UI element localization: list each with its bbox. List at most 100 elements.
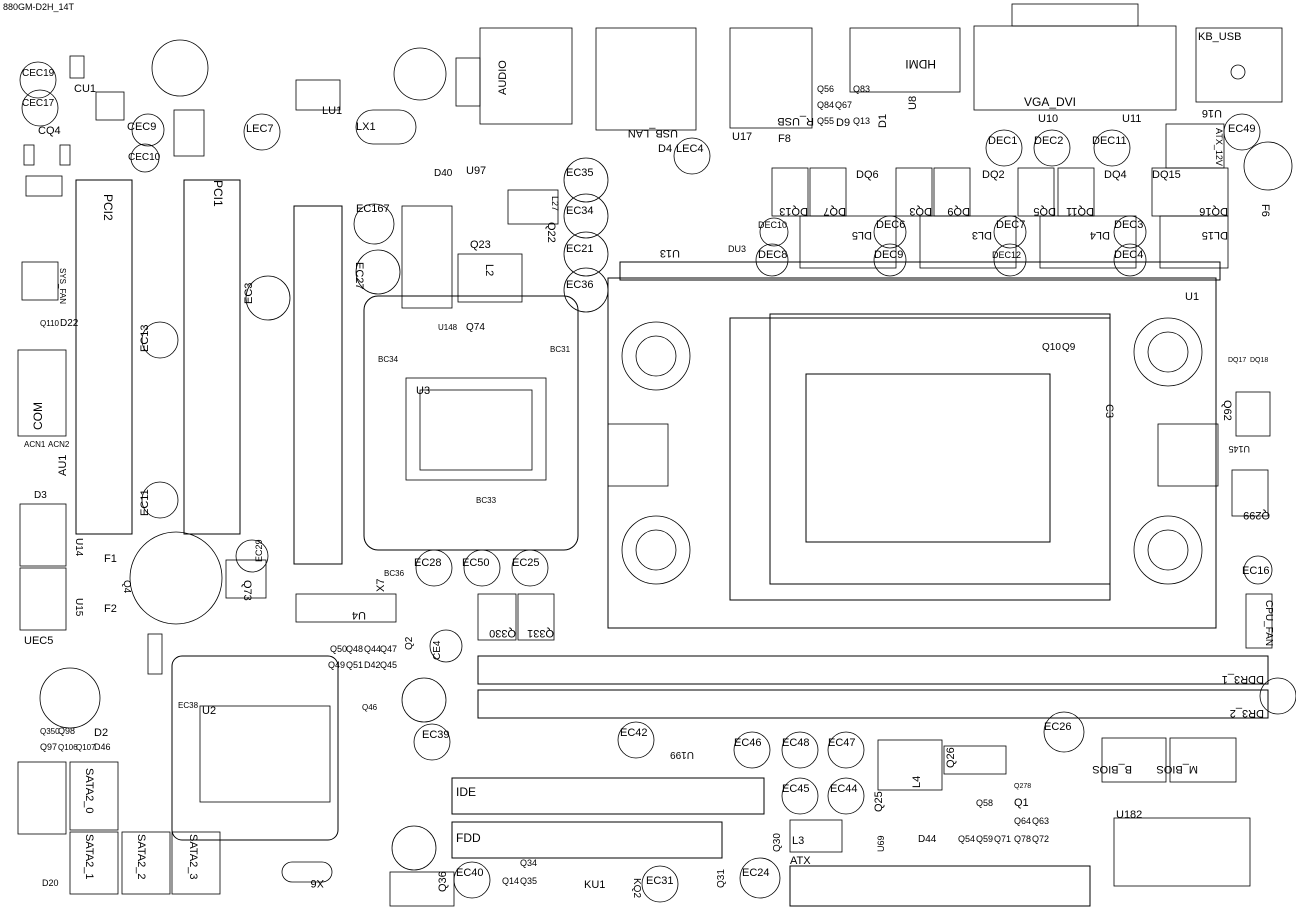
ec167-label: EC167 [356,203,390,215]
q330-label: Q330 [489,627,516,639]
uec5-label: UEC5 [24,635,53,647]
mid-caps: EC28 EC50 EC25 BC36 X7 U4 Q330 Q331 Q2 C… [295,549,555,723]
bc31-label: BC31 [550,345,571,354]
ec38-label: EC38 [178,701,199,710]
ec49-label: EC49 [1228,123,1256,135]
ku1-label: KU1 [584,879,605,891]
lower-right-caps: EC46 EC48 EC47 EC45 EC44 EC26 L4 Q26 Q25… [733,711,1091,907]
l4-label: L4 [911,776,923,788]
dec9-label: DEC9 [874,249,903,261]
q63-label: Q63 [1032,816,1049,826]
au1-label: AU1 [57,455,69,476]
ddr3-1-label: DDR3_1 [1222,673,1264,685]
q55-label: Q55 [817,116,834,126]
dq13-label: DQ13 [779,205,808,217]
ec48-label: EC48 [782,737,810,749]
l3-label: L3 [792,835,804,847]
dq18-label: DQ18 [1250,357,1268,364]
q54-label: Q54 [958,834,975,844]
sys-fan-label: SYS_FAN [58,268,67,304]
ce4-label: CE4 [432,640,443,660]
u1-label: U1 [1185,291,1199,303]
q1-label: Q1 [1014,797,1029,809]
ec40-label: EC40 [456,867,484,879]
u4-label: U4 [352,609,366,621]
f2-label: F2 [104,603,117,615]
q23-label: Q23 [470,239,491,251]
q22-label: Q22 [545,222,557,243]
r-usb-label: R_USB [777,115,814,127]
acn1-label: ACN1 [24,440,46,449]
cpu-socket: Q10 Q9 C3 [607,261,1221,629]
dec-top-row: DEC1 DEC2 DEC11 [985,129,1131,167]
l2-label: L2 [483,264,495,276]
dq2-label: DQ2 [982,169,1005,181]
dq15-label: DQ15 [1152,169,1181,181]
left-io-column: SYS_FAN Q110 D22 COM ACN1 ACN2 AU1 D3 U1… [17,261,269,647]
u15-label: U15 [73,598,84,617]
f1-label: F1 [104,553,117,565]
q350-label: Q350 [40,727,60,736]
ddr3-slots: DDR3_1 DR3_2 [477,655,1296,719]
vga-dvi-port: VGA_DVI U10 U11 [973,3,1177,125]
q45-label: Q45 [380,660,397,670]
audio-jack: AUDIO [455,27,573,125]
q34-label: Q34 [520,858,537,868]
acn2-label: ACN2 [48,440,70,449]
ec26-label: EC26 [1044,721,1072,733]
q46-label: Q46 [362,703,378,712]
q73-label: Q73 [241,580,253,601]
u8-label: U8 [907,96,919,110]
u11-label: U11 [1122,113,1141,125]
ec44-label: EC44 [830,783,858,795]
bc34-label: BC34 [378,355,399,364]
atx12v-label: ATX_12V [1214,128,1224,166]
q48-label: Q48 [346,644,363,654]
dq11-label: DQ11 [1066,205,1094,217]
audio-label: AUDIO [497,60,509,95]
u10-label: U10 [1038,113,1058,125]
x6-label: X6 [311,877,324,889]
sata2-1-label: SATA2_1 [83,834,95,879]
u145-label: U145 [1228,444,1250,454]
u2-label: U2 [202,705,216,717]
ec21-label: EC21 [566,243,594,255]
q71-label: Q71 [994,834,1011,844]
dec7-label: DEC7 [996,219,1025,231]
q36-label: Q36 [437,871,449,892]
ide-label: IDE [456,785,476,799]
kb-usb-port: KB_USB U16 [1195,27,1283,119]
dq6-label: DQ6 [856,169,879,181]
pcie-slot [293,205,343,565]
d3-label: D3 [34,490,47,501]
q98-label: Q98 [58,726,75,736]
q-grid-lower: Q58 Q278 Q1 Q64 Q63 D44 Q54 Q59 Q71 Q78 … [876,783,1049,852]
q299-label: Q299 [1243,509,1270,521]
dec3-label: DEC3 [1114,219,1143,231]
cq4-label: CQ4 [38,125,61,137]
q74-label: Q74 [466,322,485,333]
cpu-fan-label: CPU_FAN [1263,600,1274,646]
u148-label: U148 [438,323,458,332]
u182-label: U182 [1116,809,1142,821]
ec36-label: EC36 [566,279,594,291]
l27-label: L27 [550,196,560,211]
q31-label: Q31 [716,869,727,888]
f8-label: F8 [778,133,791,145]
dq4-label: DQ4 [1104,169,1127,181]
dec6-label: DEC6 [876,219,905,231]
q83-label: Q83 [853,84,870,94]
dec11-label: DEC11 [1092,135,1127,147]
atx12v-area: ATX_12V EC49 F6 [1165,113,1293,217]
q2-label: Q2 [404,636,415,650]
q9-label: Q9 [1062,342,1076,353]
du3-label: DU3 [728,244,746,254]
hdmi-port: HDMI [849,27,961,93]
ec50-label: EC50 [462,557,490,569]
d22-label: D22 [60,318,79,329]
q44-label: Q44 [364,644,381,654]
q107-label: Q107 [76,743,96,752]
u3-label: U3 [416,385,430,397]
dl4-label: DL4 [1090,229,1110,241]
dl3-label: DL3 [972,229,992,241]
